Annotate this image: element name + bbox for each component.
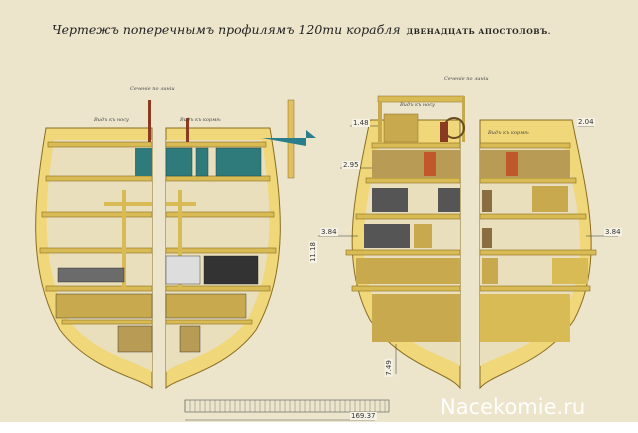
dimension-label: 3.84 <box>320 228 338 236</box>
dimension-label: 3.84 <box>604 228 622 236</box>
dimension-label: 7.49 <box>384 359 393 377</box>
left-section-caption: Сеченiе по линiи <box>130 86 175 92</box>
dimension-label: 2.04 <box>577 118 595 126</box>
left-view-bow: Видъ къ носу <box>94 117 129 123</box>
left-hull-section <box>35 99 316 390</box>
right-view-bow: Видъ къ носу <box>400 102 435 108</box>
right-section-caption: Сеченiе по линiи <box>444 76 489 82</box>
drawing-title: Чертежъ поперечнымъ профилямъ 120ти кора… <box>52 22 551 37</box>
watermark: Nacekomie.ru <box>440 395 586 419</box>
ship-name: ДВЕНАДЦАТЬ АПОСТОЛОВЪ. <box>406 27 551 36</box>
dimension-label: 11.18 <box>309 240 318 264</box>
teal-cabin-panels <box>165 147 262 177</box>
scale-bar <box>184 399 390 421</box>
dimension-label: 2.95 <box>342 161 360 169</box>
right-view-stern: Видъ къ кормѣ <box>488 130 529 136</box>
arrow-marker <box>262 130 316 146</box>
bottom-margin <box>0 422 638 433</box>
scale-label: 169.37 <box>350 412 377 420</box>
left-view-stern: Видъ къ кормѣ <box>180 117 221 123</box>
right-hull-section <box>345 95 597 390</box>
title-script: Чертежъ поперечнымъ профилямъ 120ти кора… <box>52 22 401 37</box>
dimension-label: 1.48 <box>352 119 370 127</box>
